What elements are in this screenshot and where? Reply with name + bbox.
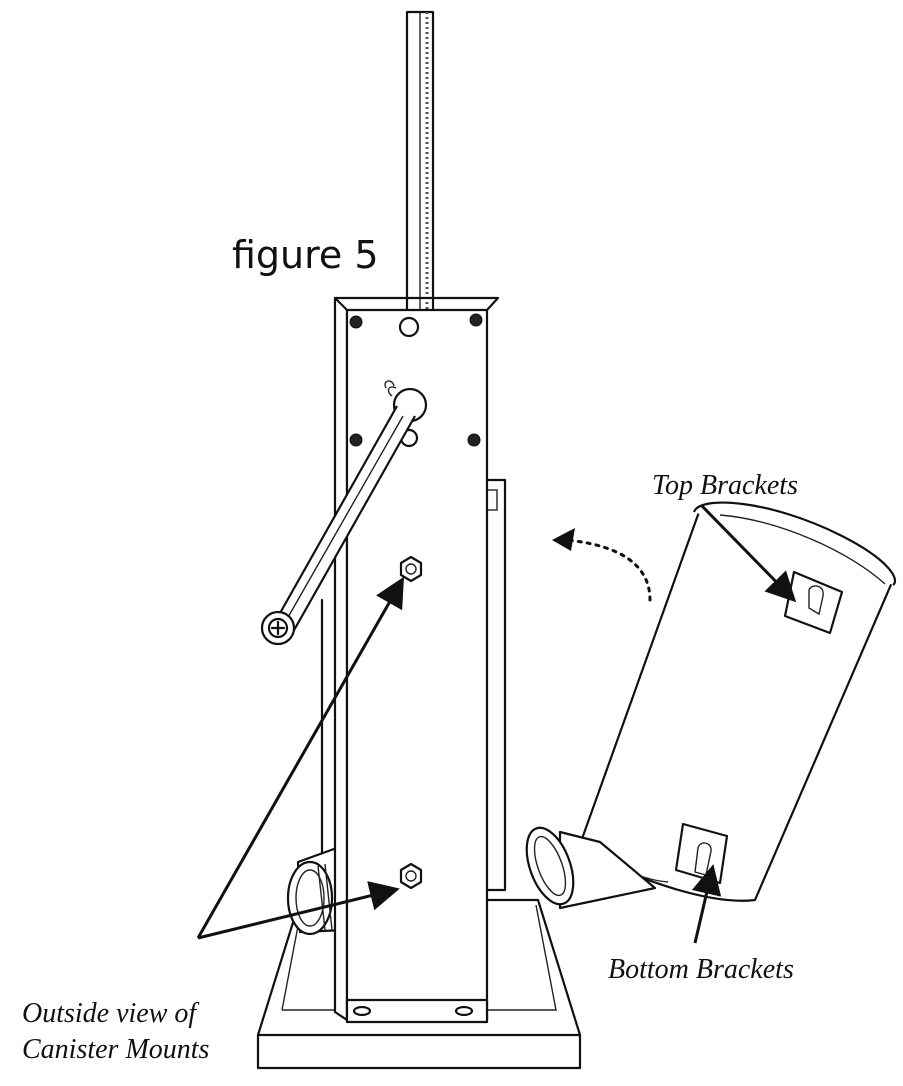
canister-mounts-label-line2: Canister Mounts xyxy=(22,1034,210,1065)
crank-knob-icon xyxy=(260,610,296,646)
canister-cylinder xyxy=(576,501,897,902)
top-brackets-label: Top Brackets xyxy=(652,470,798,501)
top-bracket xyxy=(783,570,844,635)
base-plate-bolts xyxy=(352,1005,474,1017)
canister-mount-upper xyxy=(399,555,423,583)
figure-title: figure 5 xyxy=(232,233,379,277)
canister-outlet xyxy=(525,826,657,910)
canister-motion-arrow xyxy=(552,528,652,602)
piston-rod xyxy=(405,10,435,314)
bottom-brackets-arrow xyxy=(691,864,722,944)
top-brackets-arrow xyxy=(700,504,797,603)
canister-mounts-arrows xyxy=(196,576,404,940)
canister-mount-lower xyxy=(399,862,423,890)
crank-handle xyxy=(273,380,428,634)
bottom-brackets-label: Bottom Brackets xyxy=(608,954,794,985)
canister-mounts-label-line1: Outside view of xyxy=(22,998,199,1029)
